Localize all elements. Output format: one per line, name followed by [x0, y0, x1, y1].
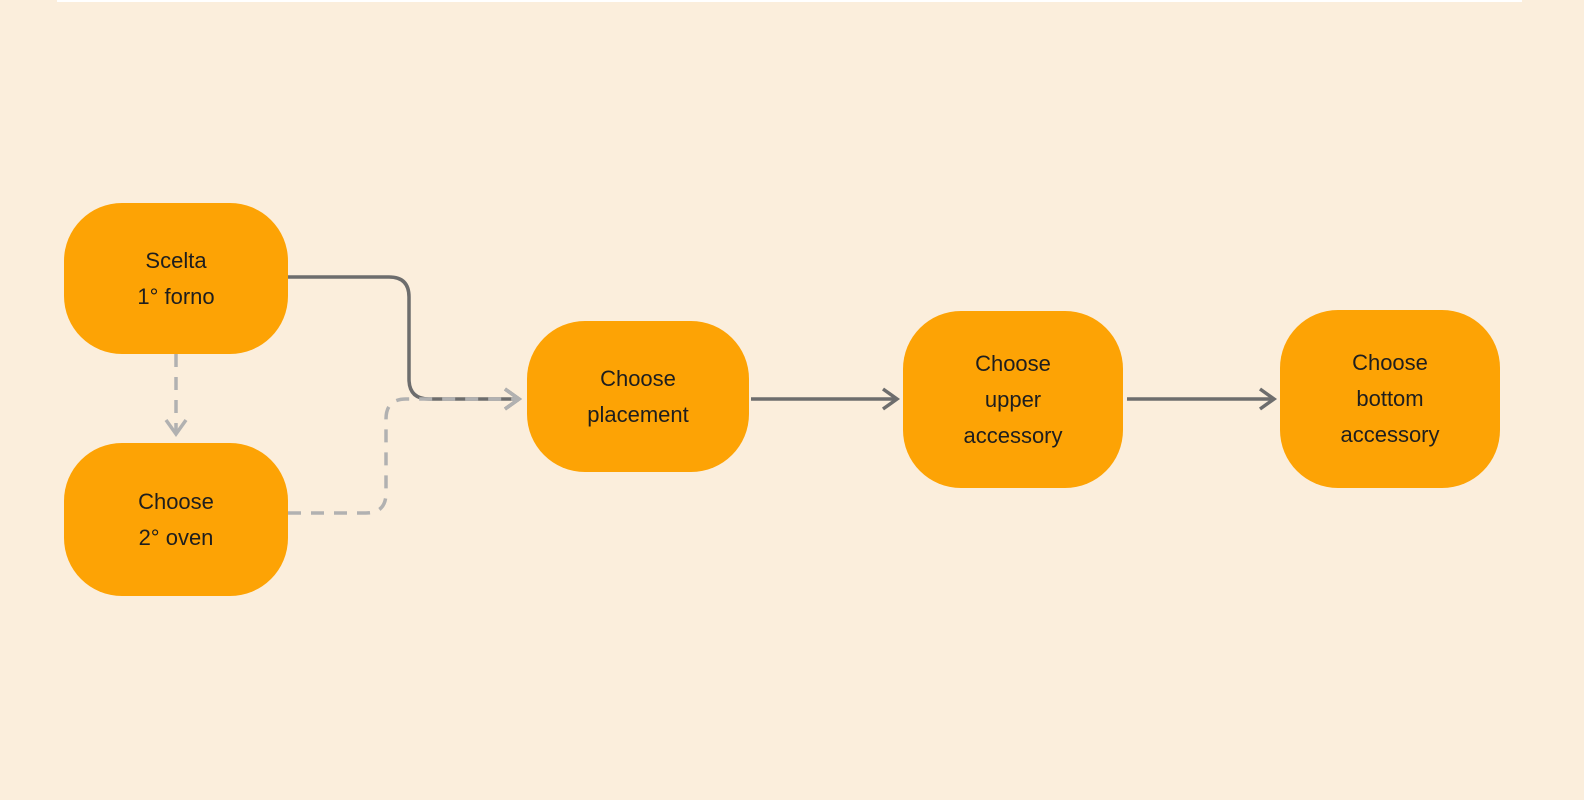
- node-choose-placement[interactable]: Choose placement: [527, 321, 749, 472]
- node-label-line: 2° oven: [138, 524, 214, 550]
- node-label-line: Scelta: [145, 247, 207, 273]
- node-label-line: 1° forno: [137, 283, 215, 309]
- node-label-line: Choose: [138, 488, 214, 514]
- node-choose-2-oven[interactable]: Choose 2° oven: [64, 443, 288, 596]
- edge-scelta-1-forno-to-choose-placement[interactable]: [288, 275, 523, 411]
- node-label-line: Choose: [975, 350, 1051, 376]
- node-label-line: upper: [984, 386, 1042, 412]
- node-scelta-1-forno[interactable]: Scelta 1° forno: [64, 203, 288, 354]
- node-label-line: accessory: [1340, 422, 1440, 447]
- node-label-line: bottom: [1356, 386, 1424, 411]
- node-label-line: placement: [587, 401, 689, 427]
- node-choose-bottom-accessory[interactable]: Choose bottom accessory: [1280, 310, 1500, 488]
- edge-choose-2-oven-to-choose-placement[interactable]: [288, 387, 523, 515]
- node-label-line: Choose: [1352, 350, 1428, 375]
- node-label-line: Choose: [600, 365, 676, 391]
- canvas-top-edge: [57, 0, 1522, 2]
- node-label-line: accessory: [963, 422, 1063, 448]
- node-choose-upper-accessory[interactable]: Choose upper accessory: [903, 311, 1123, 488]
